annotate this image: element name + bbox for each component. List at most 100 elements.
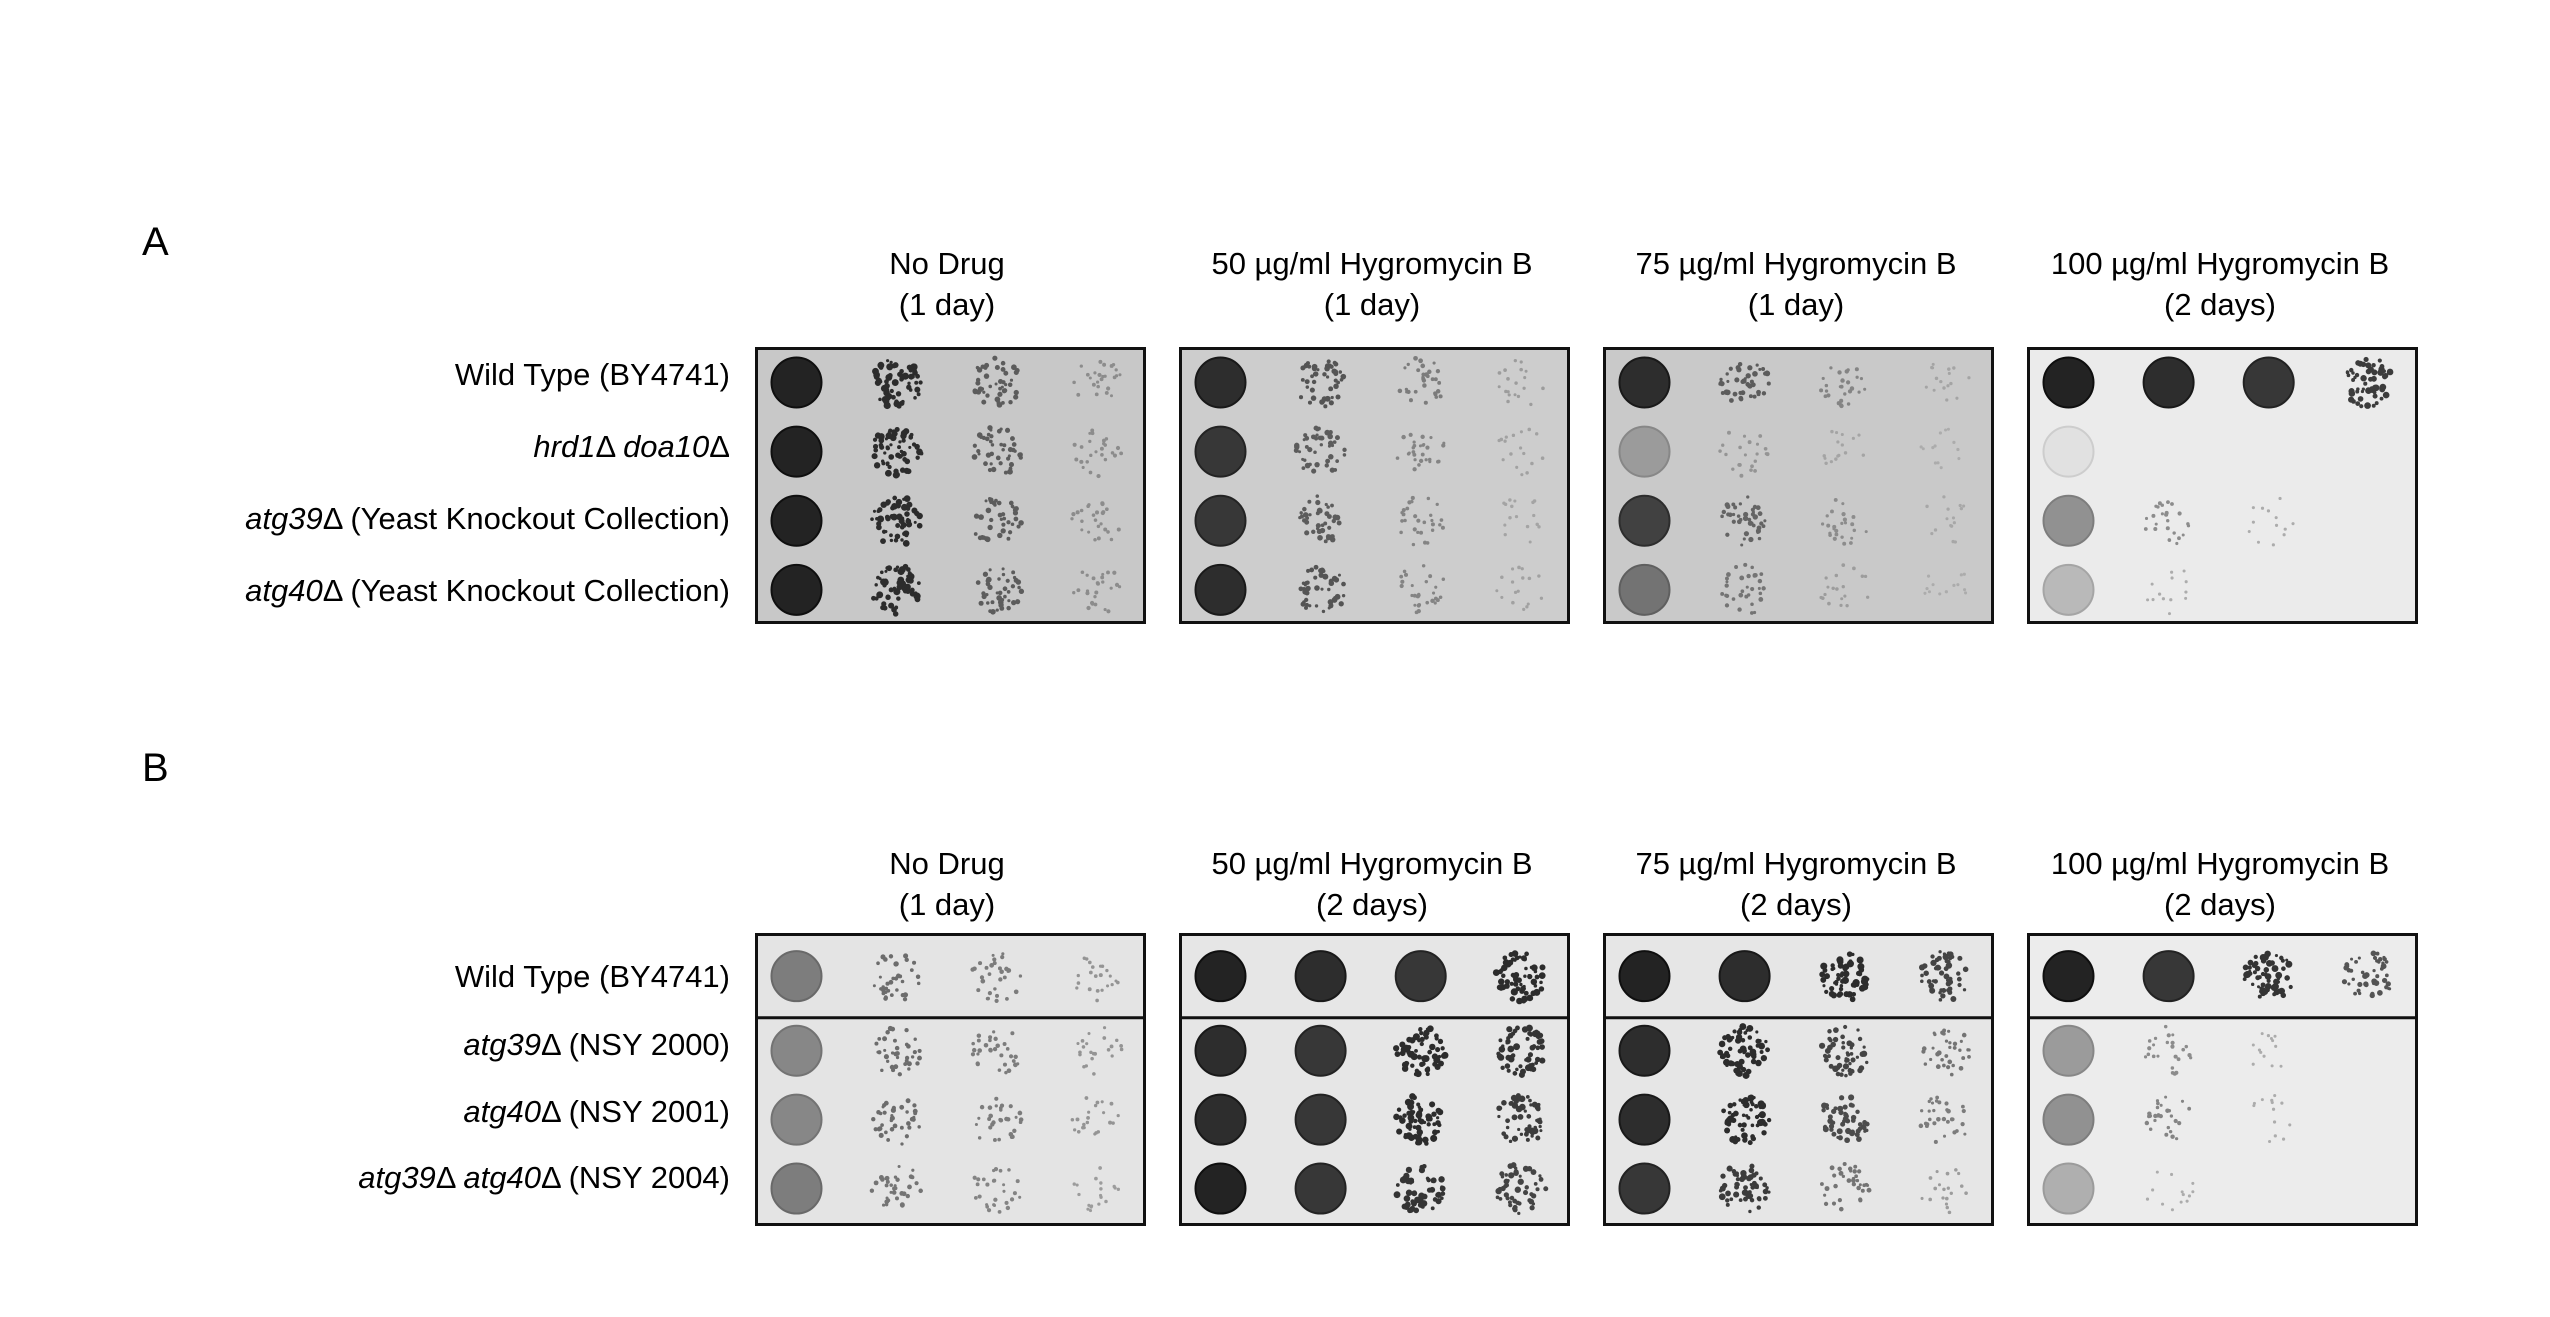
colony-spot — [2247, 496, 2295, 547]
colony-spot — [770, 494, 823, 547]
colony-spot — [1194, 494, 1247, 547]
panel-b-row-label: Wild Type (BY4741) — [455, 959, 730, 995]
spot-array — [758, 950, 1143, 1215]
colony-spot — [2142, 950, 2195, 1003]
colony-spot — [2345, 356, 2394, 409]
panel-a-row-label: Wild Type (BY4741) — [455, 357, 730, 393]
colony-spot — [1718, 361, 1771, 403]
col-header-line2: (2 days) — [2164, 887, 2276, 922]
colony-spot — [770, 1093, 823, 1146]
colony-spot — [971, 425, 1023, 475]
colony-spot — [1070, 501, 1121, 542]
col-header-line2: (1 day) — [898, 887, 996, 922]
colony-spot — [1075, 956, 1120, 1003]
colony-spot — [1294, 1093, 1347, 1146]
plate-image — [755, 933, 1146, 1226]
col-header-line2: (2 days) — [2164, 287, 2276, 322]
strain-delta: Δ — [435, 1160, 464, 1195]
colony-spot — [1399, 564, 1446, 615]
strain-plain: Wild Type (BY4741) — [454, 357, 730, 392]
colony-spot — [770, 1024, 823, 1077]
panel-b-row-label: atg39Δ (NSY 2000) — [463, 1027, 730, 1063]
plate-image — [2027, 347, 2418, 624]
col-header-line2: (1 day) — [1323, 287, 1421, 322]
colony-spot — [1618, 1093, 1671, 1146]
colony-spot — [1194, 563, 1247, 616]
strain-delta: Δ — [540, 1027, 560, 1062]
col-header-line2: (1 day) — [1747, 287, 1845, 322]
strain-italic: atg39 — [463, 1027, 541, 1062]
colony-spot — [1393, 1025, 1449, 1078]
colony-spot — [1717, 1023, 1770, 1079]
strain-italic: hrd1 — [533, 429, 596, 464]
strain-delta: Δ — [709, 429, 730, 464]
colony-spot — [1718, 430, 1770, 478]
colony-spot — [1072, 428, 1124, 479]
strain-delta: Δ — [595, 429, 624, 464]
colony-spot — [1399, 495, 1445, 547]
colony-spot — [1618, 950, 1671, 1003]
colony-spot — [2251, 1032, 2283, 1068]
colony-spot — [1919, 427, 1961, 470]
colony-spot — [871, 426, 924, 479]
panel-a-col-header-100: 100 µg/ml Hygromycin B (2 days) — [2020, 243, 2420, 325]
colony-spot — [874, 1025, 922, 1077]
colony-spot — [1497, 427, 1545, 477]
strain-delta: Δ — [540, 1094, 560, 1129]
colony-spot — [1294, 950, 1347, 1003]
colony-spot — [770, 1162, 823, 1215]
colony-spot — [2341, 950, 2392, 999]
panel-a-letter: A — [142, 220, 169, 264]
colony-spot — [2042, 356, 2095, 409]
colony-spot — [869, 1165, 923, 1208]
colony-spot — [2042, 950, 2095, 1003]
colony-spot — [2042, 494, 2095, 547]
colony-spot — [1819, 1161, 1872, 1212]
colony-spot — [1294, 1162, 1347, 1215]
colony-spot — [871, 563, 921, 617]
colony-spot — [1194, 1162, 1247, 1215]
colony-spot — [1076, 1026, 1124, 1076]
col-header-line1: 100 µg/ml Hygromycin B — [2050, 246, 2390, 281]
colony-spot — [972, 1167, 1022, 1214]
colony-spot — [2042, 425, 2095, 478]
colony-spot — [1393, 1163, 1446, 1214]
colony-spot — [974, 1096, 1024, 1142]
colony-spot — [2042, 1162, 2095, 1215]
colony-spot — [1298, 564, 1346, 614]
col-header-line2: (1 day) — [898, 287, 996, 322]
colony-spot — [1923, 572, 1968, 596]
spot-array — [1618, 356, 1971, 616]
colony-spot — [2042, 1024, 2095, 1077]
colony-spot — [872, 953, 921, 1002]
colony-spot — [2042, 1093, 2095, 1146]
colony-spot — [2242, 950, 2293, 999]
colony-spot — [1495, 565, 1544, 611]
strain-plain: (NSY 2000) — [559, 1027, 730, 1062]
panel-b-col-header-75: 75 µg/ml Hygromycin B (2 days) — [1596, 843, 1996, 925]
strain-plain: (NSY 2004) — [559, 1160, 730, 1195]
col-header-line1: No Drug — [889, 246, 1005, 281]
colony-spot — [2145, 1170, 2195, 1212]
colony-spot — [1294, 1024, 1347, 1077]
colony-spot — [2242, 356, 2295, 409]
col-header-line1: 75 µg/ml Hygromycin B — [1635, 846, 1957, 881]
strain-delta: Δ — [540, 1160, 560, 1195]
colony-spot — [1819, 563, 1870, 608]
colony-spot — [1918, 1095, 1967, 1144]
colony-spot — [1819, 366, 1867, 409]
spot-array — [2030, 950, 2415, 1215]
col-header-line1: 50 µg/ml Hygromycin B — [1211, 246, 1533, 281]
colony-spot — [1070, 1096, 1120, 1136]
colony-spot — [770, 356, 823, 409]
plate-image — [1603, 347, 1994, 624]
colony-spot — [1618, 563, 1671, 616]
panel-b-col-header-no-drug: No Drug (1 day) — [747, 843, 1147, 925]
strain-delta: Δ — [322, 501, 342, 536]
colony-spot — [1497, 359, 1545, 407]
spot-array — [2042, 356, 2394, 616]
panel-a-col-header-no-drug: No Drug (1 day) — [747, 243, 1147, 325]
strain-italic: atg39 — [358, 1160, 436, 1195]
panel-b-row-label: atg39Δ atg40Δ (NSY 2004) — [358, 1160, 730, 1196]
colony-spot — [970, 952, 1023, 1003]
